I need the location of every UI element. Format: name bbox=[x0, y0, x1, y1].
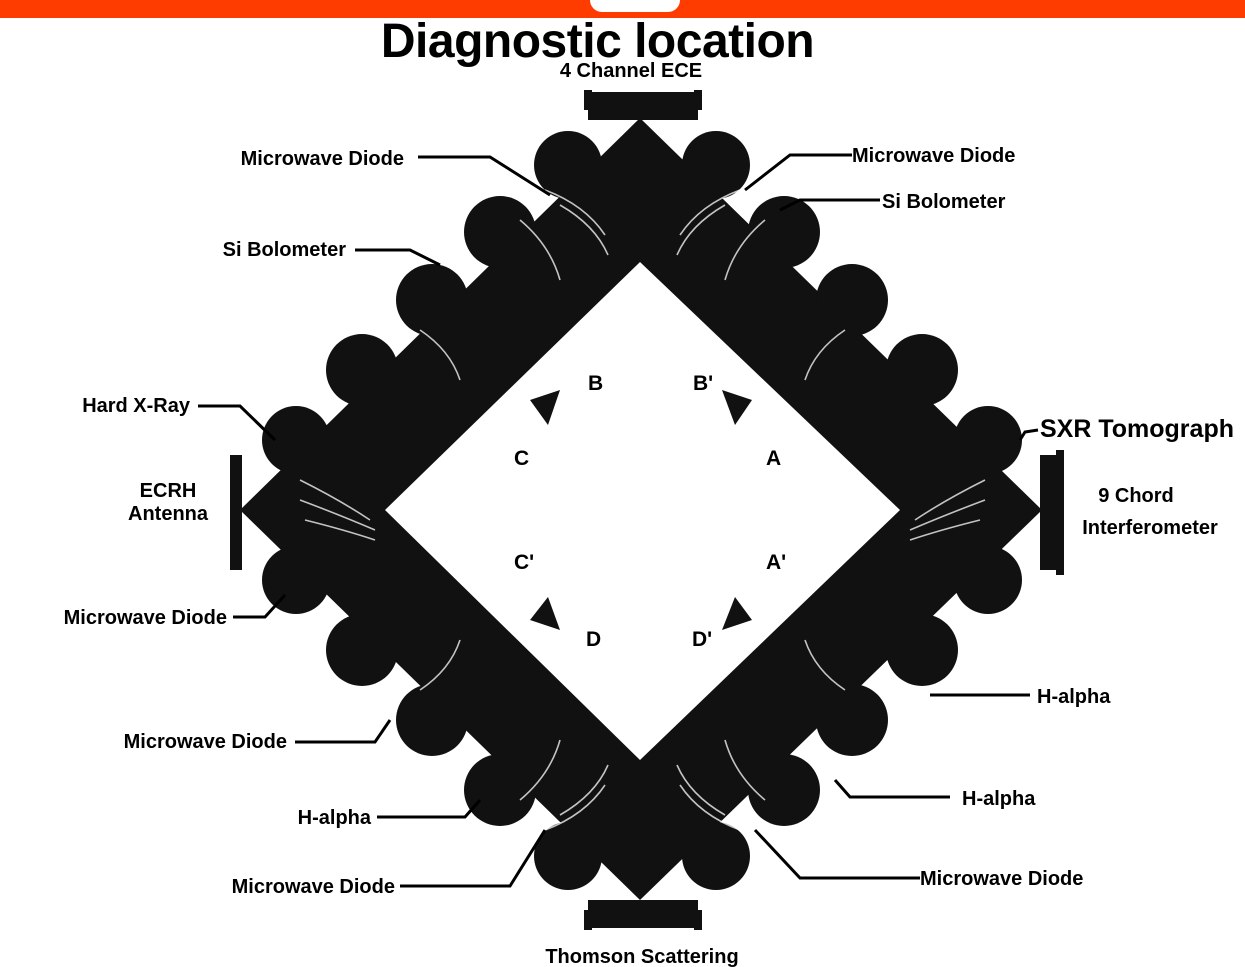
port-label-right-1: 9 Chord bbox=[1098, 485, 1174, 507]
port-label-bottom: Thomson Scattering bbox=[545, 946, 738, 967]
port-label-top: 4 Channel ECE bbox=[560, 60, 702, 82]
label-si-bolometer-left: Si Bolometer bbox=[223, 239, 347, 261]
label-microwave-diode-bottom-left: Microwave Diode bbox=[232, 876, 395, 898]
section-label-a: A bbox=[766, 447, 781, 470]
label-h-alpha-right-1: H-alpha bbox=[1037, 686, 1111, 708]
vessel-ring bbox=[240, 118, 1042, 900]
label-microwave-diode-lower-left: Microwave Diode bbox=[124, 731, 287, 753]
section-label-c: C bbox=[514, 447, 529, 470]
section-label-b-prime: B' bbox=[693, 372, 713, 395]
label-h-alpha-right-2: H-alpha bbox=[962, 788, 1036, 810]
port-label-right-2: Interferometer bbox=[1082, 517, 1218, 539]
label-h-alpha-left: H-alpha bbox=[298, 807, 372, 829]
label-microwave-diode-upper-right: Microwave Diode bbox=[852, 145, 1015, 167]
label-microwave-diode-mid-left: Microwave Diode bbox=[64, 607, 227, 629]
section-label-a-prime: A' bbox=[766, 551, 786, 574]
section-label-d: D bbox=[586, 628, 601, 651]
label-microwave-diode-bottom-right: Microwave Diode bbox=[920, 868, 1083, 890]
section-label-c-prime: C' bbox=[514, 551, 534, 574]
label-si-bolometer-right: Si Bolometer bbox=[882, 191, 1006, 213]
section-label-b: B bbox=[588, 372, 603, 395]
port-label-left-2: Antenna bbox=[128, 503, 209, 525]
label-sxr-tomograph: SXR Tomograph bbox=[1040, 415, 1234, 443]
label-microwave-diode-upper-left: Microwave Diode bbox=[241, 148, 404, 170]
inner-ports bbox=[530, 390, 752, 630]
port-label-left-1: ECRH bbox=[140, 480, 197, 502]
section-label-d-prime: D' bbox=[692, 628, 712, 651]
label-hard-xray: Hard X-Ray bbox=[82, 395, 191, 417]
